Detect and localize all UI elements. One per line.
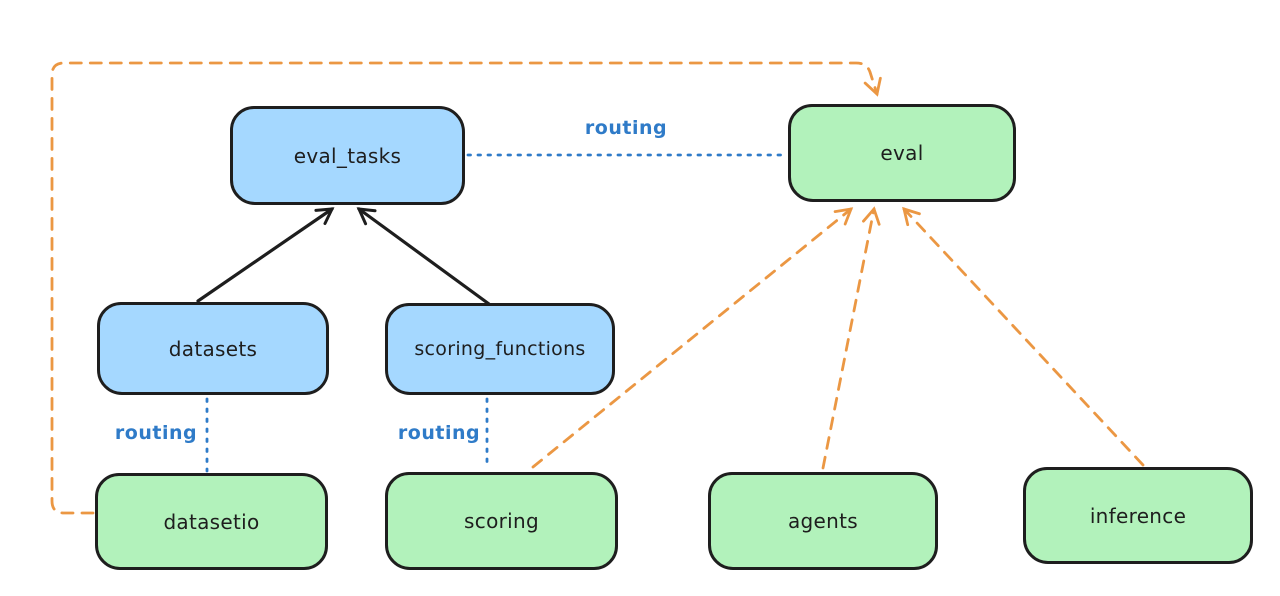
edge-scoring-to-eval[interactable] (531, 207, 854, 469)
routing-label-scoring-functions-scoring: routing (397, 422, 481, 444)
node-inference[interactable]: inference (1023, 467, 1253, 564)
node-scoring-label: scoring (464, 509, 539, 533)
node-datasetio-label: datasetio (163, 509, 260, 534)
routing-label-datasets-datasetio: routing (114, 422, 198, 444)
node-datasets[interactable]: datasets (97, 302, 329, 395)
node-scoring-functions-label: scoring_functions (414, 338, 586, 360)
edge-scoring-functions-to-eval-tasks[interactable] (356, 207, 491, 306)
edge-agents-to-eval[interactable] (821, 206, 881, 470)
node-agents[interactable]: agents (708, 472, 938, 570)
edge-datasets-to-eval-tasks[interactable] (196, 207, 335, 303)
node-eval-tasks[interactable]: eval_tasks (230, 106, 465, 205)
node-datasets-label: datasets (168, 336, 258, 361)
node-eval[interactable]: eval (788, 104, 1016, 202)
edge-datasetio-to-eval-loop[interactable] (50, 61, 882, 515)
edge-inference-to-eval[interactable] (902, 206, 1145, 467)
node-scoring[interactable]: scoring (385, 472, 618, 570)
node-scoring-functions[interactable]: scoring_functions (385, 303, 615, 395)
node-eval-label: eval (880, 141, 924, 165)
routing-label-eval-tasks-eval: routing (584, 117, 668, 139)
node-inference-label: inference (1089, 503, 1187, 528)
node-datasetio[interactable]: datasetio (95, 473, 328, 570)
node-eval-tasks-label: eval_tasks (293, 143, 402, 168)
node-agents-label: agents (788, 509, 858, 533)
